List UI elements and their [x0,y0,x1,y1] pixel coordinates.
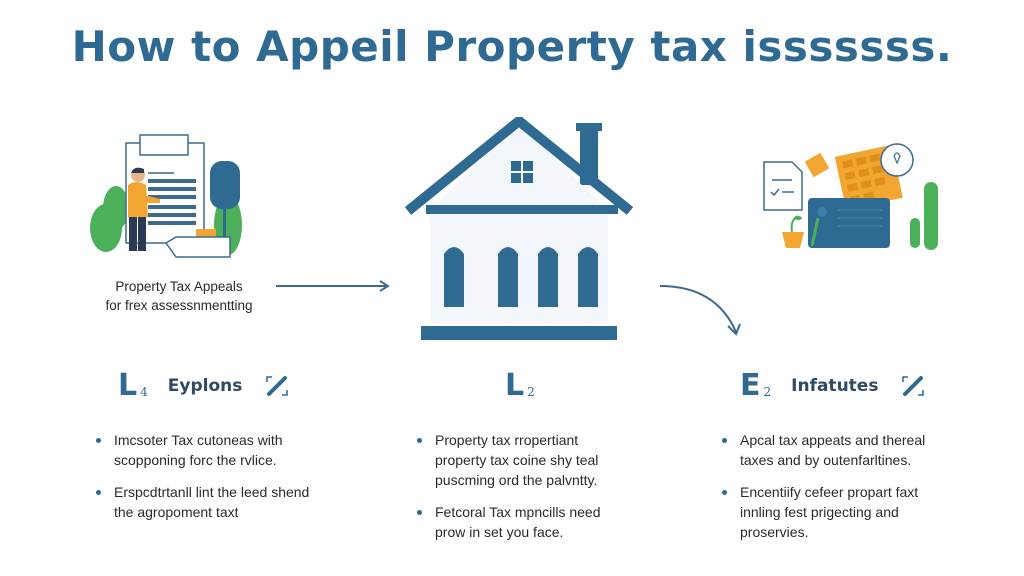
page-title: How to Appeil Property tax isssssss. [71,22,953,71]
edit-pen-icon [266,376,289,396]
step-3-header: E 2 Infatutes [740,366,926,406]
person-with-document-icon [90,134,242,258]
bullet-item: Imcsoter Tax cutoneas with scopponing fo… [96,430,326,470]
step-3-number: 2 [763,385,772,399]
arrow-right-icon [276,280,390,292]
bullet-item: Property tax rropertiant property tax co… [417,430,632,490]
documents-calendar-clock-chart-icon [763,143,938,250]
step-1-letter: L [118,368,138,403]
caption-line-2: for frex assessnmentting [105,298,253,313]
curved-arrow-icon [659,285,741,336]
bullet-item: Fetcoral Tax mpncills need prow in set y… [417,502,632,542]
step-3-title: Infatutes [791,376,879,396]
left-caption: Property Tax Appeals for frex assessnmen… [84,277,274,315]
bullet-item: Encentiify cefeer propart faxt innling f… [722,482,962,542]
step-2-bullets: Property tax rropertiant property tax co… [417,430,632,554]
step-1-number: 4 [140,385,148,399]
step-2-header: L 2 [505,366,535,406]
step-2-letter: L [505,368,525,403]
bullet-item: Apcal tax appeats and thereal taxes and … [722,430,962,470]
house-icon [404,117,634,340]
step-1-bullets: Imcsoter Tax cutoneas with scopponing fo… [96,430,326,534]
caption-line-1: Property Tax Appeals [115,279,243,294]
step-3-letter: E [740,368,761,403]
step-3-bullets: Apcal tax appeats and thereal taxes and … [722,430,962,554]
step-1-header: L 4 Eyplons [118,366,290,406]
bullet-item: Erspcdtrtanll lint the leed shend the ag… [96,482,326,522]
edit-pen-icon [902,376,925,396]
step-1-title: Eyplons [167,376,243,396]
step-2-number: 2 [527,385,535,399]
